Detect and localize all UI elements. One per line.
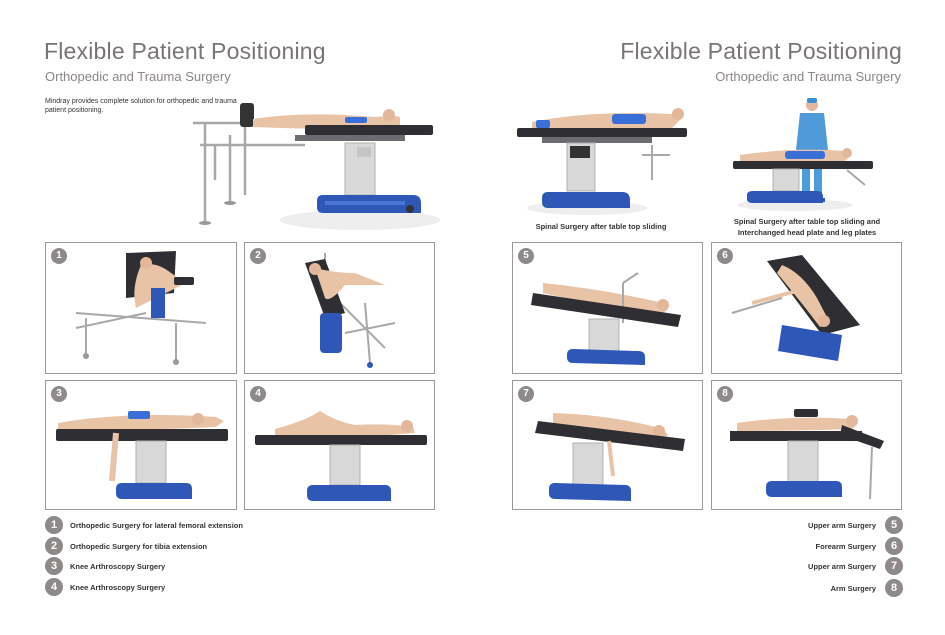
left-page-title: Flexible Patient Positioning	[44, 38, 326, 64]
panel-4-number-badge: 4	[250, 386, 266, 402]
legend-label: Knee Arthroscopy Surgery	[70, 582, 166, 592]
legend-item-8: Arm Surgery 8	[831, 579, 903, 597]
panel-7-number-badge: 7	[518, 386, 534, 402]
legend-number-badge: 4	[45, 578, 63, 596]
legend-number-badge: 2	[45, 537, 63, 555]
photo-panel-5: 5	[512, 242, 703, 374]
panel-1-illustration	[75, 251, 207, 365]
legend-item-6: Forearm Surgery 6	[816, 537, 903, 555]
panel-6-illustration	[731, 255, 860, 361]
spinal-caption-1: Spinal Surgery after table top sliding	[535, 222, 667, 231]
legend-label: Orthopedic Surgery for tibia extension	[70, 541, 208, 551]
legend-item-4: 4 Knee Arthroscopy Surgery	[45, 578, 165, 596]
legend-label: Arm Surgery	[830, 583, 876, 593]
legend-item-3: 3 Knee Arthroscopy Surgery	[45, 557, 165, 575]
hero-surgeon-table-illustration	[733, 98, 873, 211]
panel-6-number-badge: 6	[717, 248, 733, 264]
spinal-caption-2-line2: Interchanged head plate and leg plates	[737, 228, 877, 237]
legend-number-badge: 1	[45, 516, 63, 534]
legend-label: Upper arm Surgery	[808, 520, 876, 530]
legend-number-badge: 8	[885, 579, 903, 597]
legend-label: Forearm Surgery	[815, 541, 876, 551]
panel-2-illustration	[305, 253, 396, 368]
panel-3-number-badge: 3	[51, 386, 67, 402]
photo-panel-6: 6	[711, 242, 902, 374]
legend-item-5: Upper arm Surgery 5	[808, 516, 903, 534]
legend-label: Upper arm Surgery	[808, 561, 876, 571]
photo-panel-8: 8	[711, 380, 902, 510]
panel-8-number-badge: 8	[717, 386, 733, 402]
panel-3-illustration	[56, 411, 228, 499]
legend-item-7: Upper arm Surgery 7	[808, 557, 903, 575]
panel-4-illustration	[255, 411, 427, 501]
left-page-intro: Mindray provides complete solution for o…	[45, 98, 237, 114]
photo-panel-1: 1	[45, 242, 237, 374]
legend-item-1: 1 Orthopedic Surgery for lateral femoral…	[45, 516, 243, 534]
panel-5-illustration	[531, 272, 681, 365]
legend-number-badge: 5	[885, 516, 903, 534]
panel-2-number-badge: 2	[250, 248, 266, 264]
hero-traction-table-illustration	[193, 103, 440, 230]
panel-1-number-badge: 1	[51, 248, 67, 264]
left-page-subtitle: Orthopedic and Trauma Surgery	[45, 69, 231, 84]
panel-7-illustration	[535, 413, 685, 501]
legend-label: Knee Arthroscopy Surgery	[70, 561, 166, 571]
legend-number-badge: 6	[885, 537, 903, 555]
photo-panel-3: 3	[45, 380, 237, 510]
spinal-caption-2-line1: Spinal Surgery after table top sliding a…	[733, 217, 881, 226]
panel-5-number-badge: 5	[518, 248, 534, 264]
photo-panel-7: 7	[512, 380, 703, 510]
panel-8-illustration	[730, 409, 884, 500]
legend-label: Orthopedic Surgery for lateral femoral e…	[70, 520, 243, 530]
legend-number-badge: 7	[885, 557, 903, 575]
photo-panel-2: 2	[244, 242, 435, 374]
right-page-subtitle: Orthopedic and Trauma Surgery	[715, 69, 901, 84]
right-page-title: Flexible Patient Positioning	[620, 38, 902, 64]
hero-spinal-table-illustration	[517, 108, 687, 215]
photo-panel-4: 4	[244, 380, 435, 510]
legend-item-2: 2 Orthopedic Surgery for tibia extension	[45, 537, 207, 555]
legend-number-badge: 3	[45, 557, 63, 575]
spinal-caption-2: Spinal Surgery after table top sliding a…	[716, 216, 898, 238]
